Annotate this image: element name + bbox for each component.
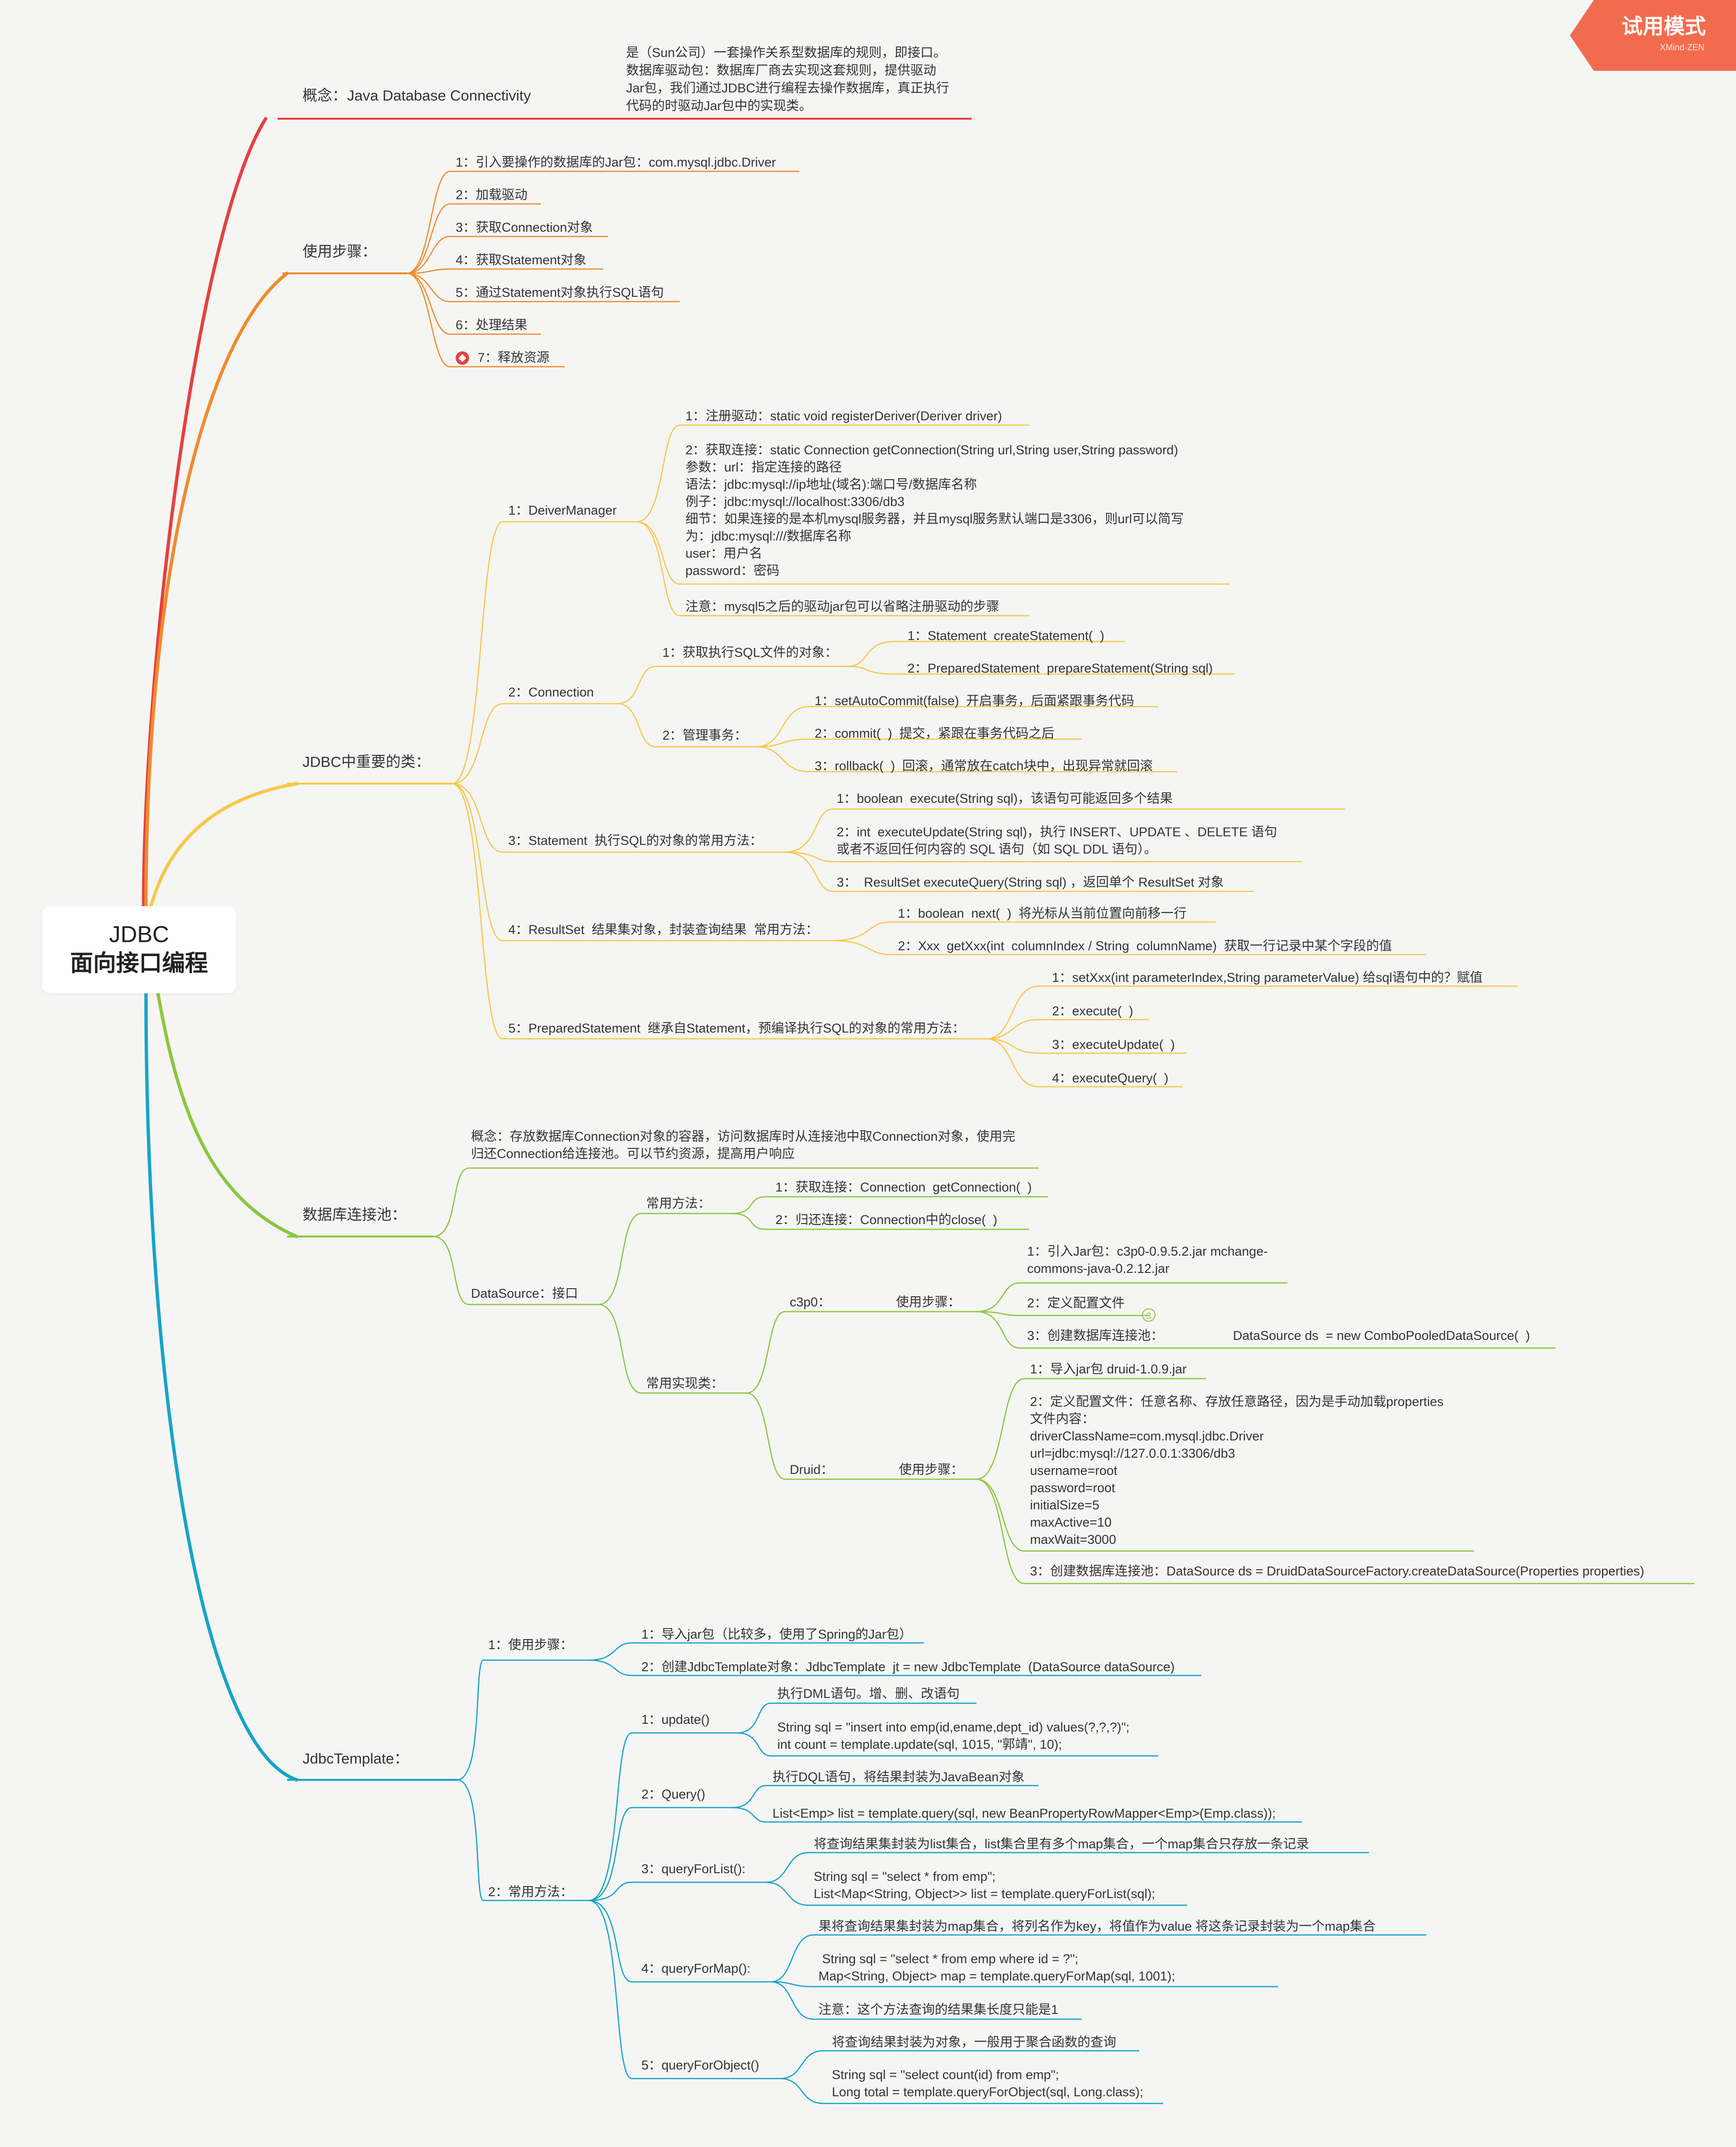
c3p0-item[interactable]: 1：引入Jar包：c3p0-0.9.5.2.jar mchange- commo… (1027, 1244, 1268, 1276)
root-topic[interactable]: JDBC 面向接口编程 (42, 906, 236, 993)
stmt-item[interactable]: 1：boolean execute(String sql)，该语句可能返回多个结… (837, 791, 1173, 806)
method-update[interactable]: 1：update() (641, 1712, 710, 1727)
step-item[interactable]: 1：引入要操作的数据库的Jar包：com.mysql.jdbc.Driver (456, 155, 776, 169)
topic-jdbc-classes[interactable]: JDBC中重要的类： (302, 753, 430, 770)
conn-tx[interactable]: 2：管理事务： (662, 728, 748, 742)
ds-impls[interactable]: 常用实现类： (646, 1376, 724, 1391)
class-resultset[interactable]: 4：ResultSet 结果集对象，封装查询结果 常用方法： (508, 922, 819, 937)
ds-methods[interactable]: 常用方法： (646, 1196, 711, 1211)
update-item[interactable]: String sql = "insert into emp(id,ename,d… (777, 1720, 1130, 1752)
c3p0-item[interactable]: 3：创建数据库连接池： (1027, 1328, 1164, 1343)
conn-exec-item[interactable]: 1：Statement createStatement( ) (907, 629, 1105, 643)
rs-item[interactable]: 2：Xxx getXxx(int columnIndex / String co… (898, 939, 1392, 953)
jt-step-item[interactable]: 1：导入jar包（比较多，使用了Spring的Jar包） (641, 1627, 912, 1641)
conn-tx-item[interactable]: 1：setAutoCommit(false) 开启事务，后面紧跟事务代码 (815, 694, 1134, 708)
qmap-item[interactable]: String sql = "select * from emp where id… (818, 1952, 1176, 1983)
class-drivermanager[interactable]: 1：DeiverManager (508, 503, 617, 517)
query-item[interactable]: 执行DQL语句，将结果封装为JavaBean对象 (773, 1770, 1025, 1784)
jt-steps[interactable]: 1：使用步骤： (488, 1638, 573, 1652)
ds-method-item[interactable]: 2：归还连接：Connection中的close( ) (775, 1213, 997, 1227)
conn-tx-item[interactable]: 3：rollback( ) 回滚，通常放在catch块中，出现异常就回滚 (815, 759, 1153, 773)
root-title: JDBC (109, 922, 169, 947)
impl-druid[interactable]: Druid： (790, 1462, 834, 1477)
jt-step-item[interactable]: 2：创建JdbcTemplate对象：JdbcTemplate jt = new… (641, 1660, 1175, 1674)
method-queryforobject[interactable]: 5：queryForObject() (641, 2058, 760, 2072)
c3p0-count-badge: 3 (1142, 1308, 1155, 1322)
topic-concept[interactable]: 概念：Java Database Connectivity (302, 87, 531, 104)
concept-description[interactable]: 是（Sun公司）一套操作关系型数据库的规则，即接口。 数据库驱动包：数据库厂商去… (626, 45, 950, 113)
priority-star-icon (456, 351, 469, 365)
step-item[interactable]: 3：获取Connection对象 (456, 220, 593, 235)
qobj-item[interactable]: 将查询结果封装为对象，一般用于聚合函数的查询 (832, 2035, 1116, 2049)
method-query[interactable]: 2：Query() (641, 1787, 706, 1801)
c3p0-create-code[interactable]: DataSource ds = new ComboPooledDataSourc… (1233, 1328, 1530, 1343)
topic-connection-pool[interactable]: 数据库连接池： (302, 1206, 406, 1223)
trial-mode-brand: XMind·ZEN (1660, 43, 1705, 52)
qlist-item[interactable]: String sql = "select * from emp"; List<M… (814, 1869, 1155, 1901)
qmap-item[interactable]: 果将查询结果集封装为map集合，将列名作为key，将值作为value 将这条记录… (818, 1919, 1376, 1933)
ds-method-item[interactable]: 1：获取连接：Connection getConnection( ) (775, 1180, 1032, 1194)
trial-mode-title: 试用模式 (1622, 15, 1706, 38)
method-queryforlist[interactable]: 3：queryForList(): (641, 1862, 746, 1876)
class-connection[interactable]: 2：Connection (508, 685, 594, 699)
step-item[interactable]: 5：通过Statement对象执行SQL语句 (456, 285, 664, 300)
c3p0-item[interactable]: 2：定义配置文件 (1027, 1296, 1125, 1310)
step-item[interactable]: 6：处理结果 (456, 318, 528, 332)
query-item[interactable]: List<Emp> list = template.query(sql, new… (773, 1806, 1276, 1821)
druid-item[interactable]: 3：创建数据库连接池：DataSource ds = DruidDataSour… (1030, 1564, 1645, 1578)
dm-item[interactable]: 注意：mysql5之后的驱动jar包可以省略注册驱动的步骤 (685, 599, 999, 614)
qmap-item[interactable]: 注意：这个方法查询的结果集长度只能是1 (818, 2002, 1059, 2017)
ps-item[interactable]: 2：execute( ) (1052, 1004, 1133, 1018)
step-item[interactable]: 2：加载驱动 (456, 188, 528, 202)
stmt-item[interactable]: 3： ResultSet executeQuery(String sql) ，返… (837, 875, 1224, 889)
druid-steps[interactable]: 使用步骤： (899, 1462, 963, 1477)
class-statement[interactable]: 3：Statement 执行SQL的对象的常用方法： (508, 833, 763, 848)
c3p0-steps[interactable]: 使用步骤： (896, 1295, 961, 1309)
ps-item[interactable]: 4：executeQuery( ) (1052, 1071, 1169, 1085)
druid-item[interactable]: 2：定义配置文件：任意名称、存放任意路径，因为是手动加载properties 文… (1030, 1394, 1444, 1547)
dm-item[interactable]: 2：获取连接：static Connection getConnection(S… (685, 443, 1184, 578)
class-preparedstatement[interactable]: 5：PreparedStatement 继承自Statement，预编译执行SQ… (508, 1021, 965, 1035)
conn-exec[interactable]: 1：获取执行SQL文件的对象： (662, 645, 838, 660)
conn-exec-item[interactable]: 2：PreparedStatement prepareStatement(Str… (907, 661, 1213, 675)
ps-item[interactable]: 1：setXxx(int parameterIndex,String param… (1052, 970, 1483, 985)
topic-jdbctemplate[interactable]: JdbcTemplate： (302, 1750, 409, 1767)
qlist-item[interactable]: 将查询结果集封装为list集合，list集合里有多个map集合，一个map集合只… (814, 1837, 1310, 1851)
dm-item[interactable]: 1：注册驱动：static void registerDeriver(Deriv… (685, 409, 1002, 423)
rs-item[interactable]: 1：boolean next( ) 将光标从当前位置向前移一行 (898, 906, 1187, 921)
update-item[interactable]: 执行DML语句。增、删、改语句 (777, 1686, 960, 1701)
impl-c3p0[interactable]: c3p0： (790, 1295, 831, 1309)
step-item[interactable]: 4：获取Statement对象 (456, 253, 587, 267)
qobj-item[interactable]: String sql = "select count(id) from emp"… (832, 2068, 1143, 2099)
jt-methods[interactable]: 2：常用方法： (488, 1885, 573, 1899)
datasource-interface[interactable]: DataSource：接口 (471, 1286, 578, 1301)
druid-item[interactable]: 1：导入jar包 druid-1.0.9.jar (1030, 1362, 1187, 1376)
pool-concept[interactable]: 概念：存放数据库Connection对象的容器，访问数据库时从连接池中取Conn… (471, 1129, 1016, 1161)
root-subtitle: 面向接口编程 (70, 951, 208, 976)
method-queryformap[interactable]: 4：queryForMap(): (641, 1961, 751, 1976)
step-item[interactable]: 7：释放资源 (478, 350, 550, 365)
stmt-item[interactable]: 2：int executeUpdate(String sql)，执行 INSER… (837, 825, 1277, 856)
ps-item[interactable]: 3：executeUpdate( ) (1052, 1037, 1175, 1052)
topic-usage-steps[interactable]: 使用步骤： (302, 243, 377, 260)
conn-tx-item[interactable]: 2：commit( ) 提交，紧跟在事务代码之后 (815, 726, 1055, 741)
